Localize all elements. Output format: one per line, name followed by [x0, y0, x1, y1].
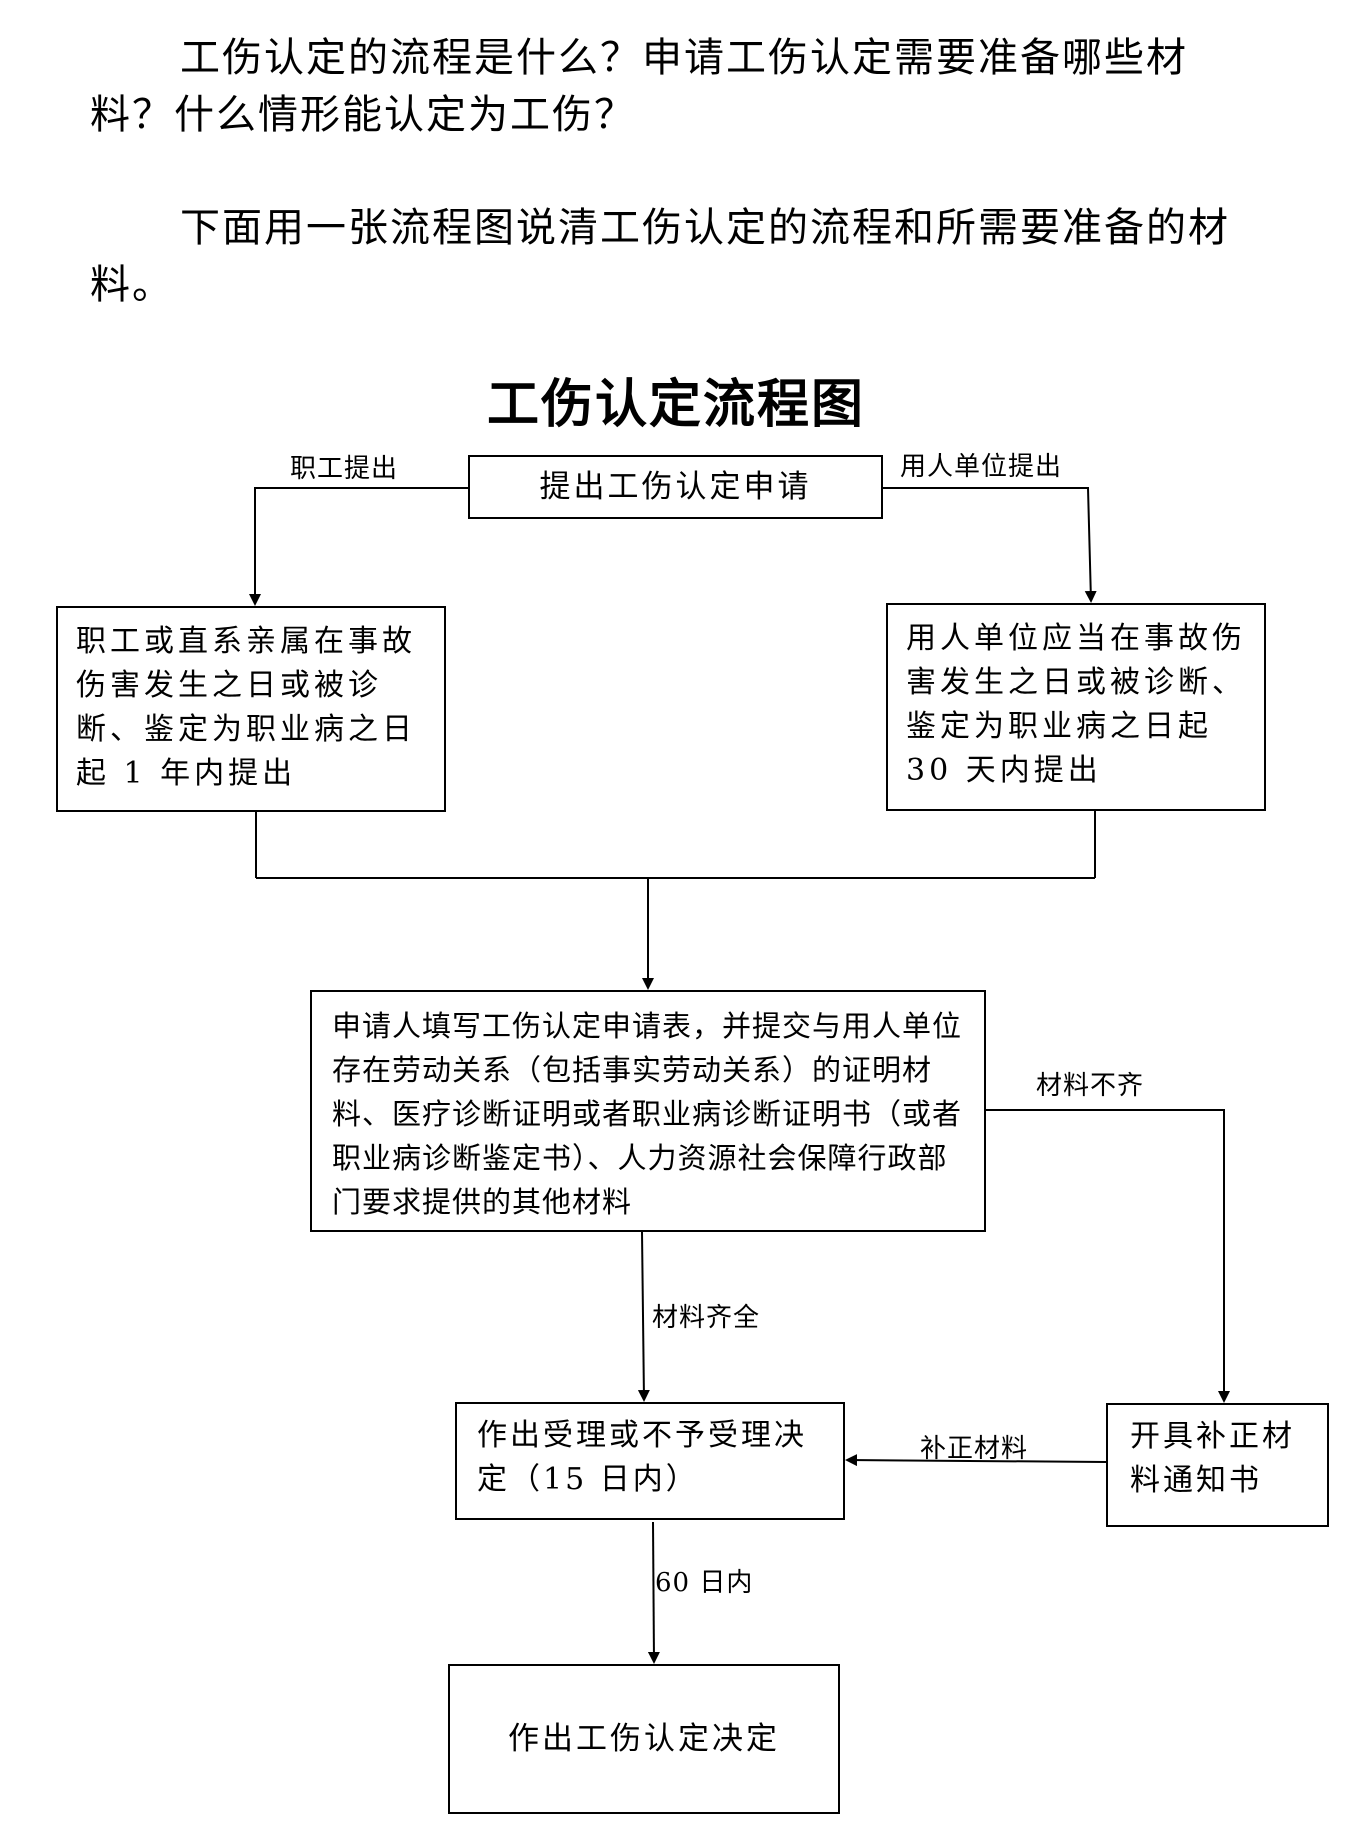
edge-label-supplement: 补正材料 — [920, 1434, 1029, 1464]
edge-label-worker-submit: 职工提出 — [290, 454, 399, 484]
edge-worker-submit — [249, 487, 468, 606]
intro-paragraph-2: 下面用一张流程图说清工伤认定的流程和所需要准备的材料。 — [90, 205, 1230, 308]
edge-label-employer-submit: 用人单位提出 — [900, 452, 1063, 482]
edge-label-sixty-days: 60 日内 — [655, 1568, 754, 1598]
edge-supplement — [845, 1454, 1107, 1467]
node-acceptance-decision-label: 作出受理或不予受理决定（15 日内） — [477, 1418, 807, 1497]
node-submit-application-label: 提出工伤认定申请 — [539, 469, 812, 505]
node-submit-application: 提出工伤认定申请 — [468, 455, 883, 519]
node-acceptance-decision: 作出受理或不予受理决定（15 日内） — [455, 1402, 845, 1520]
node-correction-notice-label: 开具补正材料通知书 — [1130, 1419, 1295, 1498]
edge-incomplete — [986, 1109, 1230, 1403]
edge-label-incomplete: 材料不齐 — [1036, 1071, 1145, 1101]
flowchart-title: 工伤认定流程图 — [486, 374, 865, 435]
node-final-decision: 作出工伤认定决定 — [448, 1664, 840, 1814]
node-worker-deadline: 职工或直系亲属在事故伤害发生之日或被诊断、鉴定为职业病之日起 1 年内提出 — [56, 606, 446, 812]
edge-label-complete: 材料齐全 — [652, 1303, 761, 1333]
edge-employer-submit — [883, 487, 1097, 603]
node-employer-deadline: 用人单位应当在事故伤害发生之日或被诊断、鉴定为职业病之日起 30 天内提出 — [886, 603, 1266, 811]
edge-sixty-days — [647, 1521, 660, 1664]
node-application-materials: 申请人填写工伤认定申请表，并提交与用人单位存在劳动关系（包括事实劳动关系）的证明… — [310, 990, 986, 1232]
node-final-decision-label: 作出工伤认定决定 — [508, 1721, 780, 1757]
intro-paragraph-1: 工伤认定的流程是什么？申请工伤认定需要准备哪些材料？什么情形能认定为工伤？ — [90, 35, 1188, 138]
node-correction-notice: 开具补正材料通知书 — [1106, 1403, 1329, 1527]
node-worker-deadline-label: 职工或直系亲属在事故伤害发生之日或被诊断、鉴定为职业病之日起 1 年内提出 — [76, 624, 416, 791]
node-application-materials-label: 申请人填写工伤认定申请表，并提交与用人单位存在劳动关系（包括事实劳动关系）的证明… — [332, 1009, 963, 1219]
node-employer-deadline-label: 用人单位应当在事故伤害发生之日或被诊断、鉴定为职业病之日起 30 天内提出 — [906, 621, 1246, 788]
edge-complete — [637, 1231, 650, 1402]
